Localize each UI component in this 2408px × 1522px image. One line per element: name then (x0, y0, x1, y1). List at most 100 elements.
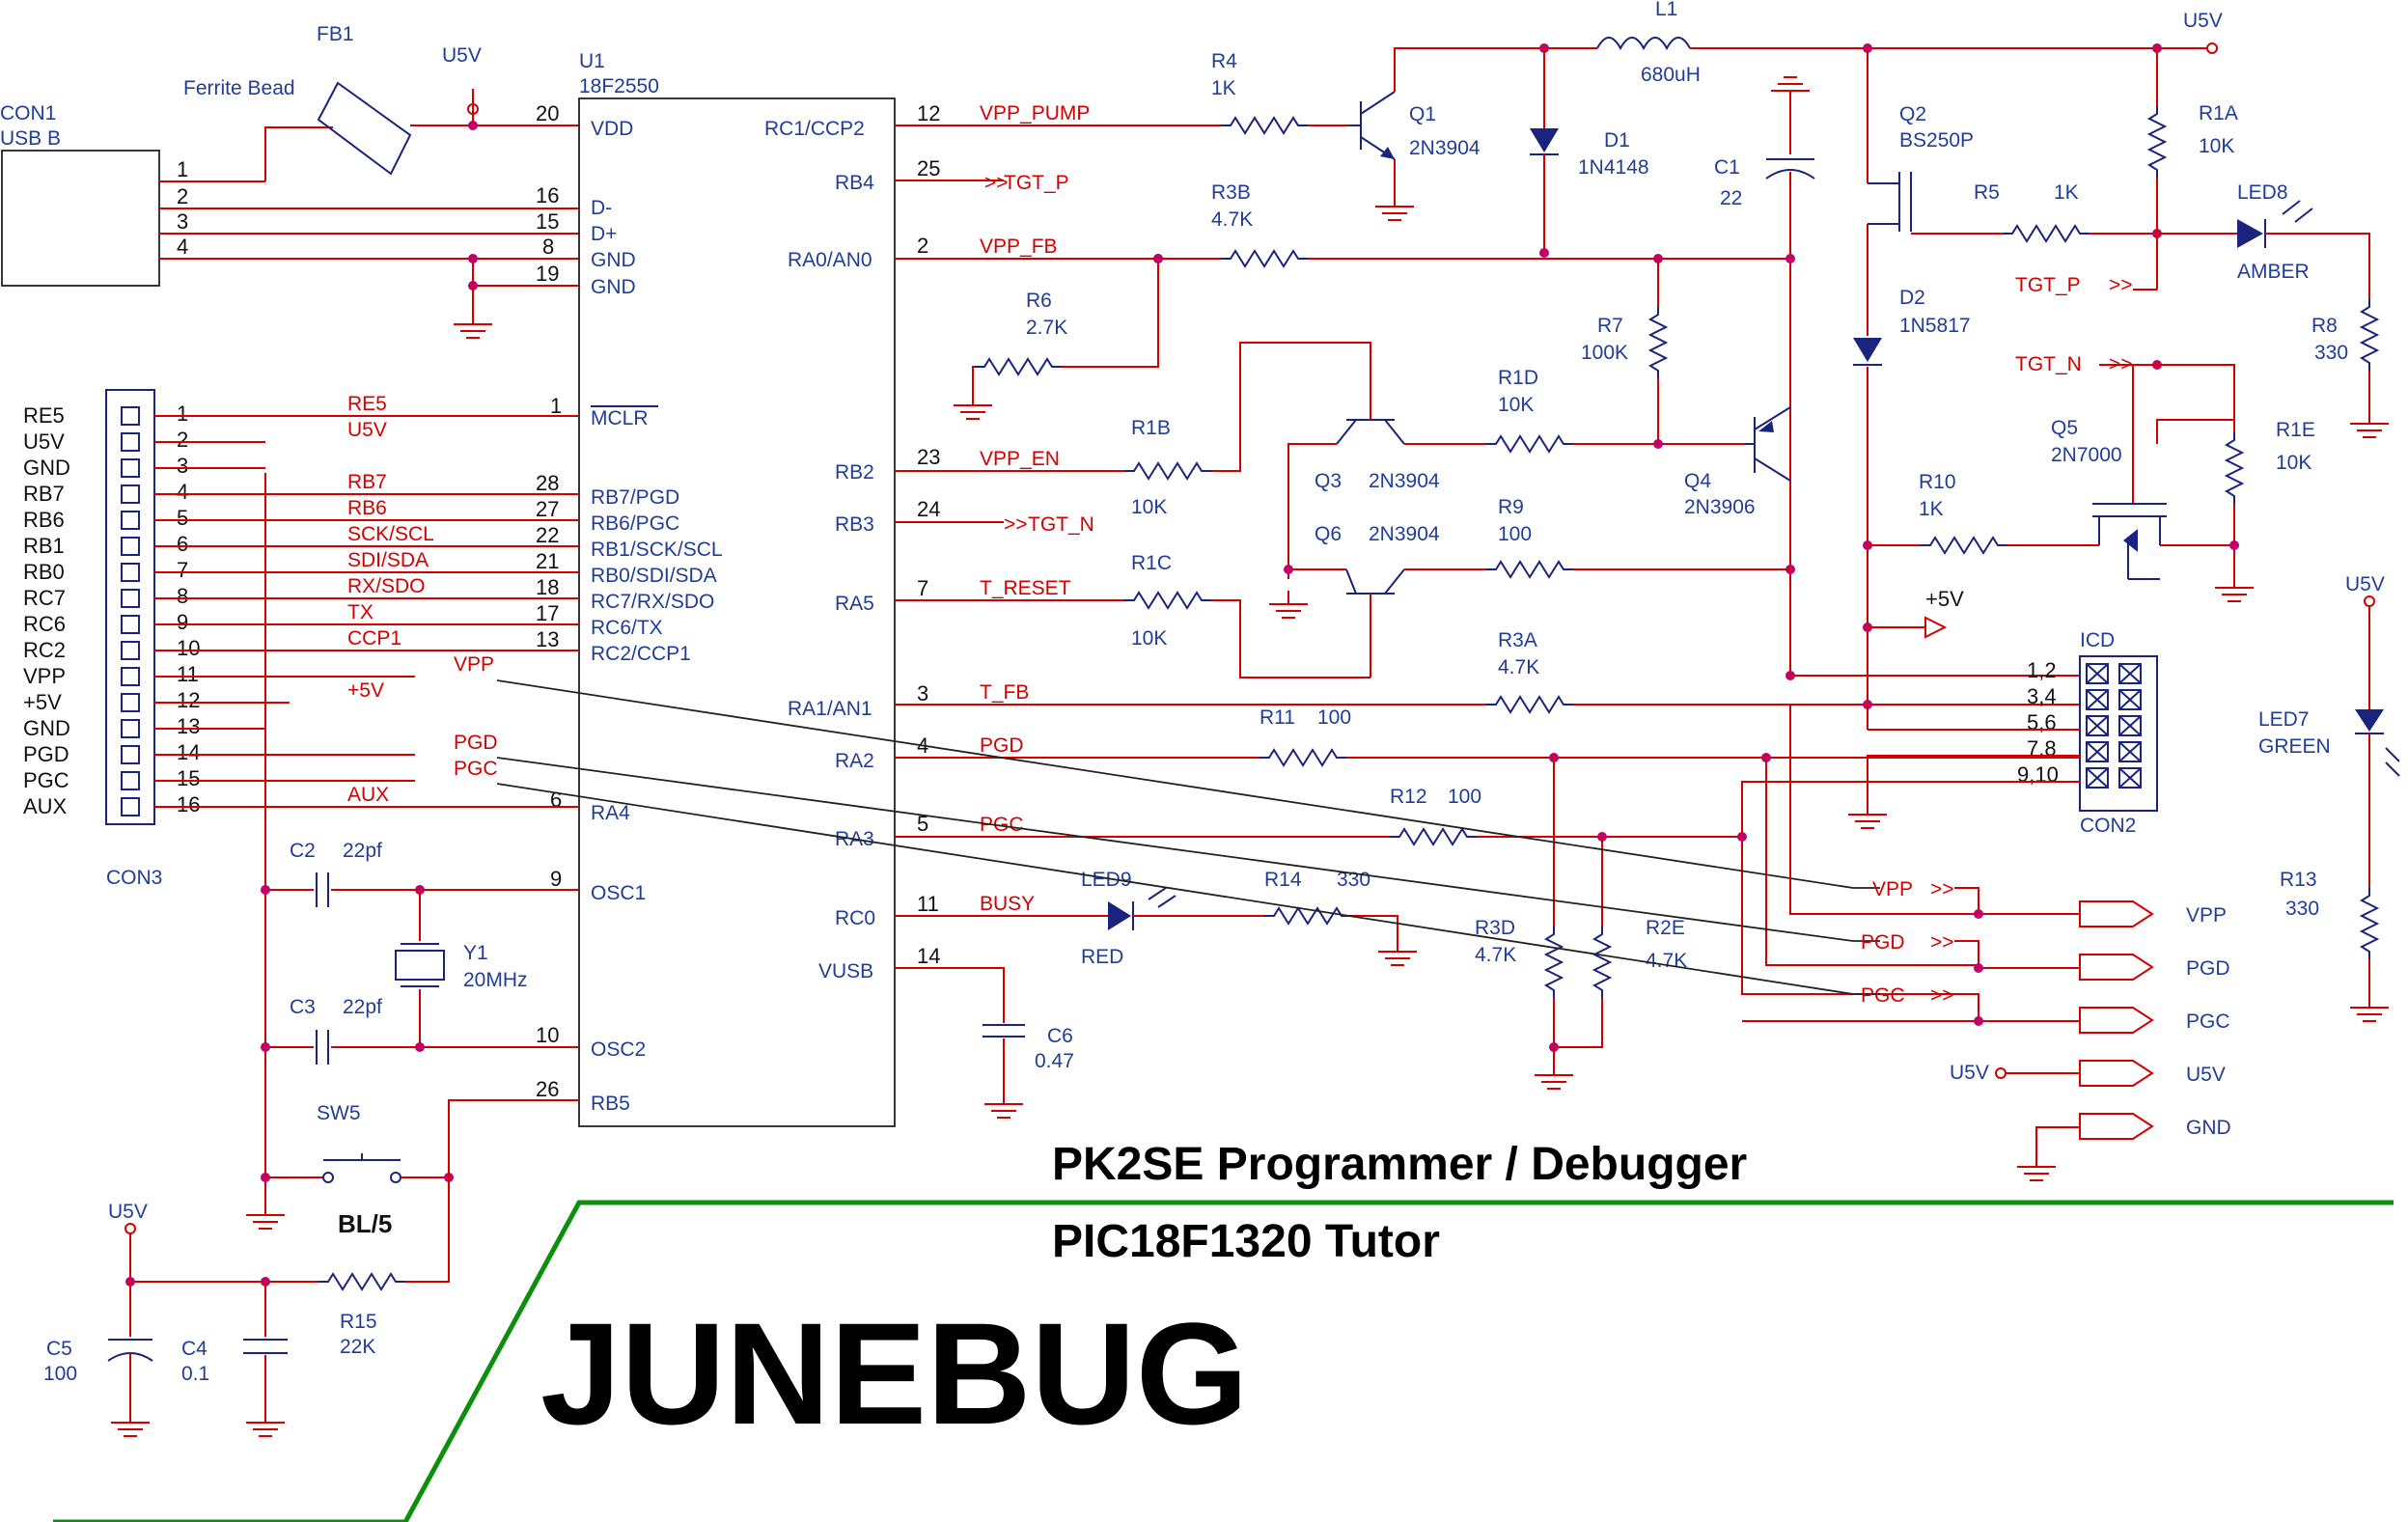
svg-text:1K: 1K (1919, 498, 1944, 520)
con3-pin-number: 6 (177, 532, 188, 556)
svg-text:5: 5 (917, 812, 928, 836)
svg-text:10K: 10K (1498, 394, 1534, 416)
con3-side-label: GND (23, 716, 70, 740)
svg-text:RB4: RB4 (835, 172, 874, 194)
capacitor-c4: C4 0.1 (181, 1282, 288, 1437)
svg-text:OSC2: OSC2 (591, 1038, 646, 1061)
svg-text:9,10: 9,10 (2017, 762, 2059, 787)
svg-text:RB5: RB5 (591, 1093, 630, 1115)
con3-side-label: GND (23, 456, 70, 480)
con3-side-label: PGC (23, 768, 69, 792)
icd-pin-cross (2118, 715, 2142, 736)
led-led7: LED7 GREEN (2258, 618, 2400, 888)
svg-text:R6: R6 (1026, 290, 1052, 312)
svg-text:BL/5: BL/5 (338, 1209, 392, 1238)
svg-text:1N5817: 1N5817 (1899, 315, 1971, 337)
svg-text:R9: R9 (1498, 496, 1524, 518)
output-connector-shape (2079, 954, 2154, 981)
icd-pin-cell (2086, 663, 2109, 684)
icd-pin-cell (2086, 767, 2109, 789)
svg-text:R1A: R1A (2199, 102, 2238, 125)
svg-text:RC7/RX/SDO: RC7/RX/SDO (591, 591, 714, 613)
output-connector-shape (2079, 900, 2154, 927)
svg-text:1K: 1K (2054, 181, 2079, 204)
svg-text:C4: C4 (181, 1338, 208, 1360)
svg-text:RB7/PGD: RB7/PGD (591, 486, 679, 509)
svg-text:RB3: RB3 (835, 513, 874, 536)
con3-pin-square (121, 432, 140, 452)
svg-text:100: 100 (43, 1363, 77, 1385)
icd-pin-cell (2118, 689, 2142, 710)
con3-pin-number: 1 (177, 401, 188, 426)
svg-text:C1: C1 (1714, 156, 1740, 179)
svg-text:330: 330 (2285, 898, 2319, 920)
svg-text:U5V: U5V (2183, 10, 2223, 32)
icd-pin-cell (2118, 715, 2142, 736)
icd-pin-cell (2118, 663, 2142, 684)
output-connector-shape (2079, 1113, 2154, 1140)
icd-pin-cross (2086, 767, 2109, 789)
svg-text:0.1: 0.1 (181, 1363, 209, 1385)
con3-side-label: VPP (23, 664, 66, 688)
svg-text:VPP_PUMP: VPP_PUMP (980, 102, 1090, 125)
con3-pin-number: 2 (177, 428, 188, 452)
svg-text:D-: D- (591, 197, 612, 219)
output-connector-label: GND (2186, 1117, 2231, 1139)
svg-text:25: 25 (917, 156, 940, 180)
svg-text:MCLR: MCLR (591, 407, 649, 429)
svg-text:2N3904: 2N3904 (1369, 523, 1440, 545)
svg-text:11: 11 (917, 892, 939, 916)
svg-text:VPP_FB: VPP_FB (980, 235, 1058, 258)
svg-text:22pf: 22pf (343, 996, 382, 1018)
svg-text:18: 18 (536, 575, 559, 599)
con3-pin-number: 3 (177, 454, 188, 478)
output-connector-label: PGC (2186, 1010, 2230, 1033)
svg-text:21: 21 (536, 549, 559, 573)
icd-pin-cross (2086, 741, 2109, 762)
con3-net-label: PGD (454, 732, 498, 754)
title-border-line (53, 1200, 2394, 1522)
icd-pin-cell (2086, 741, 2109, 762)
con3-pin-number: 12 (177, 688, 200, 712)
svg-text:20MHz: 20MHz (463, 969, 528, 991)
svg-text:OSC1: OSC1 (591, 882, 646, 904)
svg-text:15: 15 (536, 209, 559, 234)
svg-text:+5V: +5V (1925, 587, 1964, 611)
con3-side-label: RB0 (23, 560, 65, 584)
svg-text:14: 14 (917, 944, 940, 968)
svg-text:16: 16 (536, 183, 559, 208)
con3-pin-square (121, 563, 140, 582)
svg-text:Q6: Q6 (1315, 523, 1342, 545)
icd-pin-cross (2118, 741, 2142, 762)
con3-net-label: RX/SDO (347, 575, 426, 597)
con3-pin-square (121, 641, 140, 660)
con3-pin-square (121, 771, 140, 790)
svg-text:Q1: Q1 (1409, 103, 1436, 125)
svg-text:GND: GND (591, 276, 636, 298)
led-led8: LED8 AMBER (2157, 181, 2370, 299)
svg-text:PGD: PGD (1861, 931, 1905, 954)
capacitor-c1: C1 22 (1714, 76, 1815, 676)
junebug-title: JUNEBUG (540, 1292, 1248, 1454)
svg-text:100K: 100K (1581, 342, 1628, 364)
svg-text:4.7K: 4.7K (1646, 950, 1687, 972)
svg-text:3,4: 3,4 (2027, 684, 2057, 708)
svg-text:Y1: Y1 (463, 942, 488, 964)
svg-text:R3B: R3B (1211, 181, 1251, 204)
capacitor-c5: C5 100 (43, 1282, 153, 1437)
con3-net-label: U5V (347, 419, 387, 441)
svg-text:>>: >> (2109, 274, 2133, 296)
icd-pin-cross (2086, 663, 2109, 684)
svg-text:10K: 10K (2199, 135, 2234, 157)
con3-net-label: +5V (347, 679, 384, 702)
con3-pin-number: 11 (177, 662, 199, 686)
svg-text:D+: D+ (591, 223, 617, 245)
icd-pin-cells (2086, 663, 2142, 789)
svg-text:13: 13 (536, 627, 559, 651)
svg-text:26: 26 (536, 1077, 559, 1101)
svg-text:RB1/SCK/SCL: RB1/SCK/SCL (591, 539, 723, 561)
